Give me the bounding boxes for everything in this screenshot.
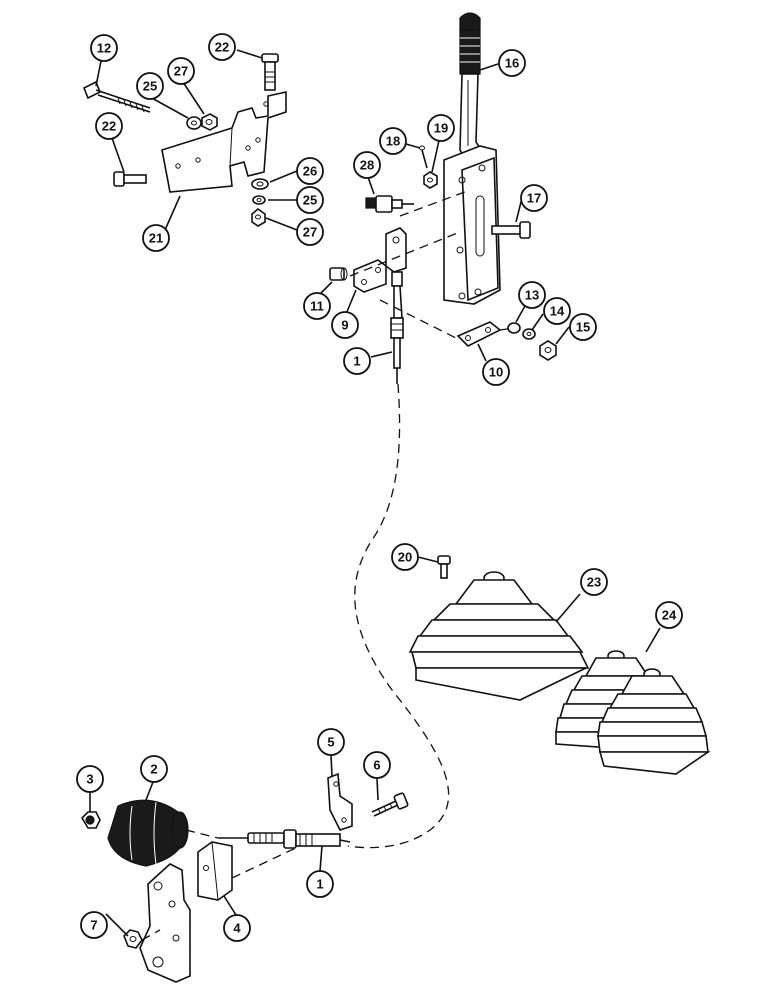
nut-7 bbox=[123, 929, 143, 949]
svg-text:21: 21 bbox=[149, 231, 163, 246]
callout-10: 10 bbox=[482, 358, 510, 386]
nut-3 bbox=[80, 811, 101, 829]
svg-text:9: 9 bbox=[341, 318, 348, 333]
svg-text:22: 22 bbox=[102, 119, 116, 134]
explode-lines-upper bbox=[349, 189, 515, 341]
spacer-11 bbox=[329, 267, 348, 281]
switch-28 bbox=[365, 195, 414, 213]
svg-text:20: 20 bbox=[398, 550, 412, 565]
plate-10 bbox=[456, 321, 502, 347]
svg-text:22: 22 bbox=[215, 40, 229, 55]
svg-text:24: 24 bbox=[662, 608, 677, 623]
callout-12: 12 bbox=[90, 34, 118, 62]
nut-15 bbox=[539, 340, 557, 361]
callout-7: 7 bbox=[80, 911, 108, 939]
callout-28: 28 bbox=[353, 151, 381, 179]
svg-text:2: 2 bbox=[150, 762, 157, 777]
callout-23: 23 bbox=[580, 568, 608, 596]
callout-5: 5 bbox=[317, 728, 345, 756]
callout-21: 21 bbox=[142, 224, 170, 252]
callout-13: 13 bbox=[518, 281, 546, 309]
svg-text:11: 11 bbox=[310, 299, 324, 314]
block-4 bbox=[197, 841, 233, 901]
screw-20 bbox=[437, 555, 451, 579]
boot-24 bbox=[555, 650, 711, 775]
callout-1-top: 1 bbox=[343, 347, 371, 375]
svg-text:16: 16 bbox=[505, 56, 519, 71]
callout-26: 26 bbox=[296, 157, 324, 185]
cable-end-rod-bottom bbox=[218, 829, 351, 849]
explode-lines-lower bbox=[141, 829, 301, 941]
washer-25-right bbox=[252, 195, 266, 205]
clevis-rod bbox=[385, 227, 407, 384]
pin-18 bbox=[419, 145, 428, 169]
lever-arm-bracket bbox=[139, 863, 191, 983]
callout-4: 4 bbox=[223, 914, 251, 942]
nut-19 bbox=[423, 171, 438, 189]
svg-text:10: 10 bbox=[489, 365, 503, 380]
callout-2: 2 bbox=[140, 755, 168, 783]
svg-text:1: 1 bbox=[353, 354, 360, 369]
callout-15: 15 bbox=[569, 313, 597, 341]
svg-text:27: 27 bbox=[303, 225, 317, 240]
callout-18: 18 bbox=[379, 127, 407, 155]
callout-22-left: 22 bbox=[95, 112, 123, 140]
clip-5 bbox=[327, 772, 353, 831]
svg-text:25: 25 bbox=[143, 79, 157, 94]
svg-text:13: 13 bbox=[525, 288, 539, 303]
callout-17: 17 bbox=[520, 184, 548, 212]
callout-16: 16 bbox=[498, 49, 526, 77]
svg-text:6: 6 bbox=[373, 758, 380, 773]
svg-text:25: 25 bbox=[303, 193, 317, 208]
svg-text:12: 12 bbox=[97, 41, 111, 56]
lever-16 bbox=[443, 12, 501, 305]
svg-text:5: 5 bbox=[327, 735, 334, 750]
callout-11: 11 bbox=[303, 292, 331, 320]
clip-9 bbox=[353, 259, 387, 293]
svg-text:19: 19 bbox=[434, 121, 448, 136]
bolt-22-left bbox=[113, 171, 147, 187]
svg-text:27: 27 bbox=[174, 64, 188, 79]
control-cable bbox=[347, 383, 450, 849]
cover-2 bbox=[107, 799, 189, 867]
svg-text:17: 17 bbox=[527, 191, 541, 206]
callout-25-top: 25 bbox=[136, 72, 164, 100]
callout-6: 6 bbox=[363, 751, 391, 779]
callout-22-top: 22 bbox=[208, 33, 236, 61]
svg-text:15: 15 bbox=[576, 320, 590, 335]
boot-23 bbox=[408, 571, 590, 701]
bolt-6 bbox=[371, 792, 409, 817]
washer-25-top bbox=[186, 116, 202, 130]
bolt-22-top bbox=[261, 53, 279, 91]
callout-1-bottom: 1 bbox=[306, 870, 334, 898]
bolt-17 bbox=[491, 221, 531, 239]
callout-14: 14 bbox=[543, 297, 571, 325]
callout-27-right: 27 bbox=[296, 218, 324, 246]
svg-text:23: 23 bbox=[587, 575, 601, 590]
callout-9: 9 bbox=[331, 311, 359, 339]
callout-19: 19 bbox=[427, 114, 455, 142]
washer-26 bbox=[251, 178, 269, 190]
washer-14 bbox=[522, 328, 536, 340]
callout-3: 3 bbox=[76, 765, 104, 793]
svg-text:28: 28 bbox=[360, 158, 374, 173]
bracket-21 bbox=[161, 91, 287, 193]
svg-text:4: 4 bbox=[233, 921, 241, 936]
svg-text:26: 26 bbox=[303, 164, 317, 179]
callout-25-right: 25 bbox=[296, 186, 324, 214]
svg-text:14: 14 bbox=[550, 304, 565, 319]
svg-text:18: 18 bbox=[386, 134, 400, 149]
callout-20: 20 bbox=[391, 543, 419, 571]
callout-27-top: 27 bbox=[167, 57, 195, 85]
svg-text:1: 1 bbox=[316, 877, 323, 892]
washer-13 bbox=[507, 322, 521, 334]
callout-24: 24 bbox=[655, 601, 683, 629]
nut-27-top bbox=[201, 113, 218, 131]
svg-text:7: 7 bbox=[90, 918, 97, 933]
nut-27-right bbox=[251, 207, 266, 227]
svg-text:3: 3 bbox=[86, 772, 93, 787]
